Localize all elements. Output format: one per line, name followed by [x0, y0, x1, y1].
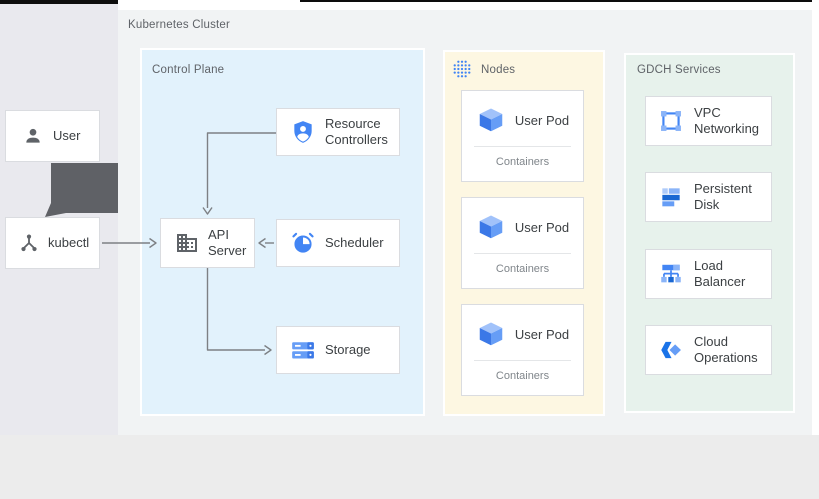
nodes-grid-icon — [452, 59, 472, 79]
containers-label: Containers — [495, 156, 550, 168]
kubernetes-cluster-label: Kubernetes Cluster — [128, 19, 231, 31]
vpc-networking-card: VPC Networking — [645, 96, 772, 146]
user-pod-label: User Pod — [514, 326, 570, 342]
person-icon — [23, 126, 43, 146]
kubectl-label: kubectl — [48, 234, 90, 250]
pod-cube-icon — [476, 105, 506, 135]
resource-controllers-card: Resource Controllers — [276, 108, 400, 156]
cloud-operations-label: Cloud Operations — [694, 333, 758, 365]
persistent-disk-label: Persistent Disk — [694, 180, 752, 212]
storage-disks-icon — [290, 337, 316, 363]
gdch-services-label: GDCH Services — [637, 64, 721, 76]
user-card: User — [5, 110, 100, 162]
user-pod-card: User Pod Containers — [461, 197, 584, 289]
storage-card: Storage — [276, 326, 400, 374]
resource-controllers-label: Resource Controllers — [325, 115, 388, 147]
scheduler-card: Scheduler — [276, 219, 400, 267]
vpc-networking-icon — [658, 108, 684, 134]
storage-label: Storage — [325, 341, 371, 357]
shield-person-icon — [290, 119, 316, 145]
user-pod-card: User Pod Containers — [461, 90, 584, 182]
alarm-clock-icon — [290, 230, 316, 256]
building-icon — [175, 231, 199, 255]
nodes-label: Nodes — [481, 64, 516, 76]
kubectl-card: kubectl — [5, 217, 100, 269]
footer-background — [0, 435, 819, 499]
api-server-label: API Server — [208, 226, 247, 258]
containers-label: Containers — [495, 370, 550, 382]
user-pod-label: User Pod — [514, 112, 570, 128]
containers-label: Containers — [495, 263, 550, 275]
control-plane-label: Control Plane — [152, 64, 225, 76]
pod-cube-icon — [476, 212, 506, 242]
divider — [474, 253, 571, 254]
scheduler-label: Scheduler — [325, 234, 384, 250]
persistent-disk-card: Persistent Disk — [645, 172, 772, 222]
cloud-operations-card: Cloud Operations — [645, 325, 772, 375]
load-balancer-card: Load Balancer — [645, 249, 772, 299]
top-right-black-strip — [300, 0, 812, 2]
user-label: User — [53, 127, 81, 143]
user-pod-label: User Pod — [514, 219, 570, 235]
vpc-networking-label: VPC Networking — [694, 104, 760, 136]
divider — [474, 146, 571, 147]
top-left-black-strip — [0, 0, 118, 4]
load-balancer-label: Load Balancer — [694, 257, 746, 289]
kubectl-icon — [18, 232, 40, 254]
persistent-disk-icon — [658, 184, 684, 210]
cloud-operations-icon — [658, 337, 684, 363]
load-balancer-icon — [658, 261, 684, 287]
user-pod-card: User Pod Containers — [461, 304, 584, 396]
api-server-card: API Server — [160, 218, 255, 268]
pod-cube-icon — [476, 319, 506, 349]
divider — [474, 360, 571, 361]
